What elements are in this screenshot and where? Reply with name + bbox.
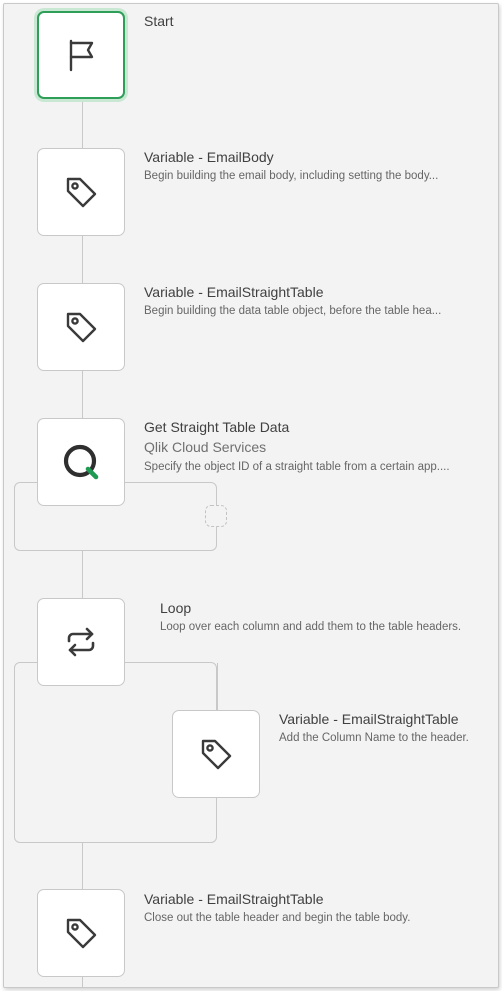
qlik-logo-icon <box>59 440 103 484</box>
block-description: Specify the object ID of a straight tabl… <box>144 461 450 473</box>
connector <box>82 977 83 987</box>
tag-icon <box>198 736 234 772</box>
flow-canvas[interactable]: Start Variable - EmailBody Begin buildin… <box>3 3 499 988</box>
variable-emailstraighttable-block[interactable] <box>37 283 125 371</box>
tag-icon <box>63 915 99 951</box>
loop-icon <box>61 622 101 662</box>
variable-emailstraighttable-block[interactable] <box>37 889 125 977</box>
block-description: Begin building the email body, including… <box>144 170 439 182</box>
connector <box>217 663 218 710</box>
block-title: Get Straight Table Data <box>144 419 290 435</box>
connector <box>82 550 83 598</box>
empty-block-placeholder[interactable] <box>205 505 227 527</box>
connector <box>82 842 83 889</box>
start-title: Start <box>144 13 174 29</box>
block-title: Variable - EmailStraightTable <box>144 891 324 907</box>
flag-icon <box>61 35 101 75</box>
connector <box>82 371 83 418</box>
connector <box>82 101 83 148</box>
block-title: Variable - EmailBody <box>144 149 274 165</box>
block-description: Begin building the data table object, be… <box>144 305 442 317</box>
block-title: Loop <box>160 600 192 616</box>
block-description: Loop over each column and add them to th… <box>160 621 462 633</box>
block-title: Variable - EmailStraightTable <box>279 711 459 727</box>
connector <box>82 236 83 283</box>
block-description: Add the Column Name to the header. <box>279 732 469 744</box>
block-title: Variable - EmailStraightTable <box>144 284 324 300</box>
tag-icon <box>63 174 99 210</box>
start-block[interactable] <box>37 11 125 99</box>
block-description: Close out the table header and begin the… <box>144 912 411 924</box>
variable-emailstraighttable-nested-block[interactable] <box>172 710 260 798</box>
variable-emailbody-block[interactable] <box>37 148 125 236</box>
loop-block[interactable] <box>37 598 125 686</box>
get-straight-table-data-block[interactable] <box>37 418 125 506</box>
tag-icon <box>63 309 99 345</box>
block-subtitle: Qlik Cloud Services <box>144 439 267 455</box>
